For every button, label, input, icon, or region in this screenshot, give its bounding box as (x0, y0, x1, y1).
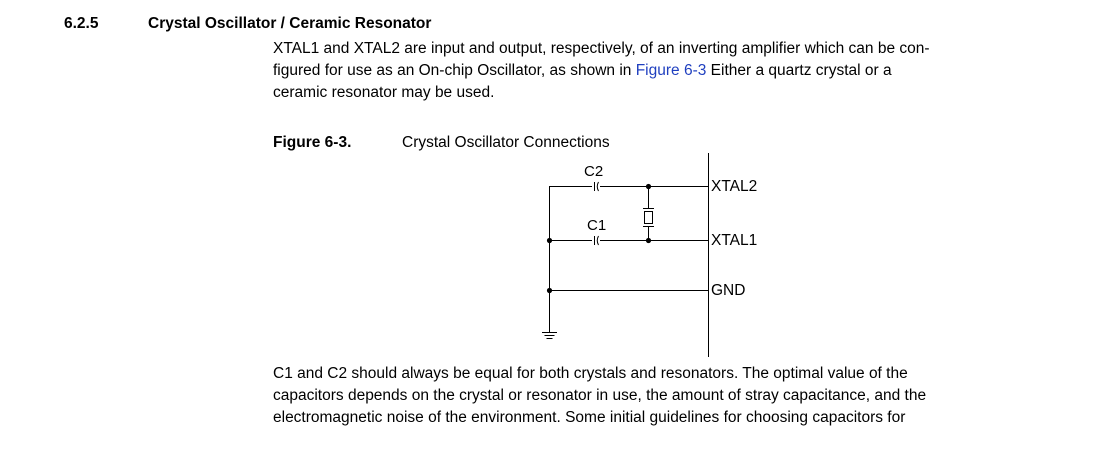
figure-link[interactable]: Figure 6-3 (635, 62, 707, 79)
junction-dot (645, 183, 652, 190)
section-title: Crystal Oscillator / Ceramic Resonator (148, 15, 432, 32)
figure-title: Crystal Oscillator Connections (402, 134, 610, 151)
c2-label: C2 (584, 163, 604, 180)
gnd-pin-label: GND (711, 282, 746, 299)
c2-plate-curved (596, 181, 599, 192)
crystal-body (644, 211, 653, 224)
junction-dot (546, 237, 553, 244)
paragraph-line: ceramic resonator may be used. (273, 84, 495, 101)
c1-label: C1 (587, 217, 607, 234)
paragraph-capacitors: C1 and C2 should always be equal for bot… (273, 363, 1053, 429)
paragraph-line: figured for use as an On-chip Oscillator… (273, 60, 1053, 82)
paragraph-line: electromagnetic noise of the environment… (273, 409, 906, 426)
junction-dot (645, 237, 652, 244)
paragraph-text: figured for use as an On-chip Oscillator… (273, 62, 636, 79)
paragraph-line: capacitors depends on the crystal or res… (273, 387, 927, 404)
paragraph-text: Either a quartz crystal or a (706, 62, 892, 79)
figure-label: Figure 6-3. (273, 134, 352, 151)
paragraph-intro: XTAL1 and XTAL2 are input and output, re… (273, 38, 1053, 104)
xtal2-pin-label: XTAL2 (711, 178, 758, 195)
paragraph-line: C1 and C2 should always be equal for bot… (273, 365, 908, 382)
xtal1-pin-label: XTAL1 (711, 232, 758, 249)
section-number: 6.2.5 (64, 15, 99, 32)
c1-plate-curved (596, 235, 599, 246)
paragraph-line: XTAL1 and XTAL2 are input and output, re… (273, 40, 930, 57)
junction-dot (546, 287, 553, 294)
